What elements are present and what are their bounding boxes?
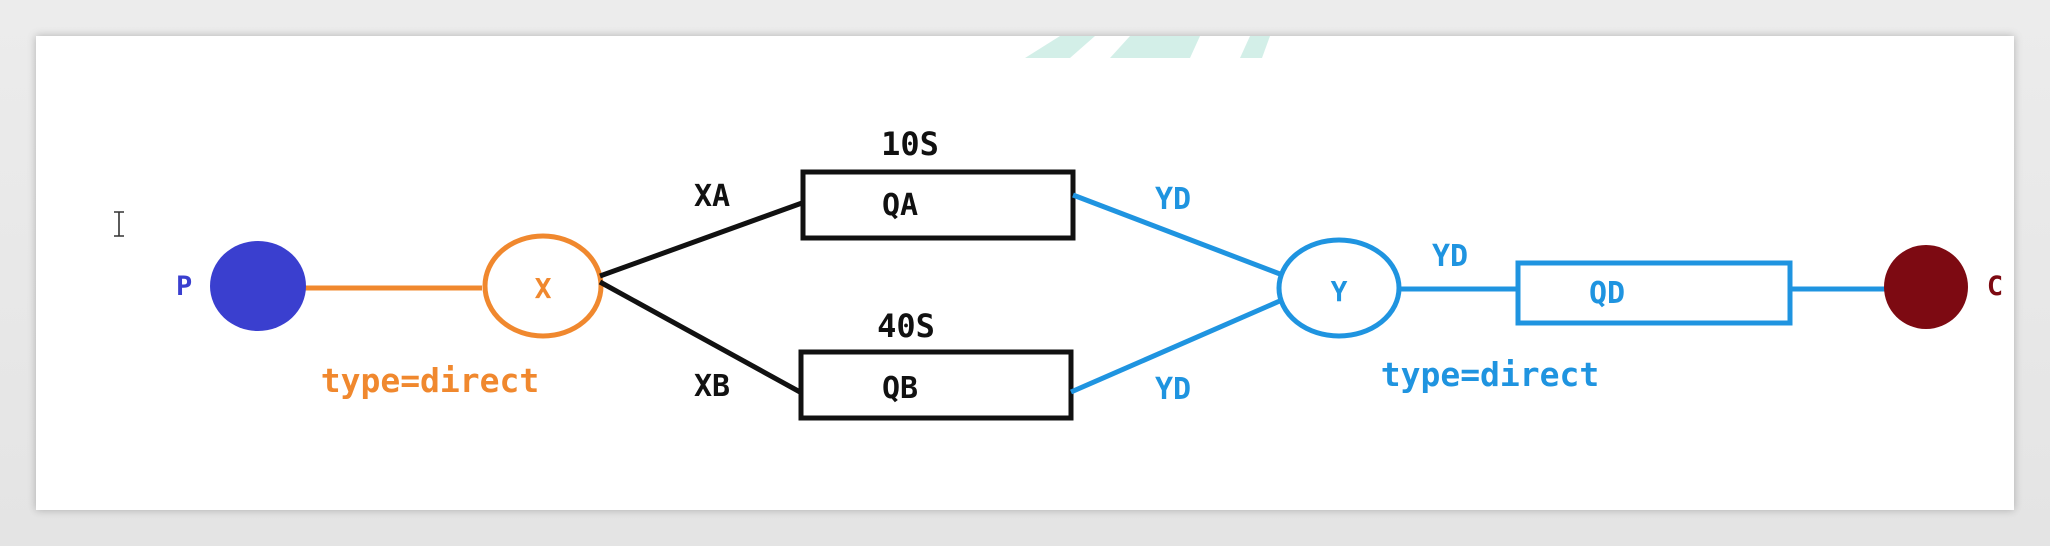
producer-node <box>210 241 306 331</box>
queue-b-label: QB <box>882 371 918 406</box>
exchange-y-node <box>1276 237 1402 339</box>
exchange-x-type-label: type=direct <box>321 361 540 400</box>
exchange-x-node <box>482 233 604 339</box>
edge-qb-to-y <box>1070 297 1283 395</box>
queue-d-label: QD <box>1589 276 1625 311</box>
edge-x-to-qb-label: XB <box>694 369 730 404</box>
queue-b-ttl-label: 40S <box>877 307 935 345</box>
edge-y-to-qd-label: YD <box>1432 239 1468 274</box>
edge-qb-to-y-label: YD <box>1155 372 1191 407</box>
exchange-y-type-label: type=direct <box>1381 355 1600 394</box>
queue-a-node <box>800 169 1076 241</box>
exchange-y-label: Y <box>1331 275 1348 308</box>
edge-x-to-qa-label: XA <box>694 179 730 214</box>
edge-qa-to-y <box>1072 192 1281 277</box>
consumer-label: C <box>1987 271 2003 302</box>
watermark-shape <box>1025 36 1270 58</box>
consumer-node <box>1884 245 1968 329</box>
queue-d-node <box>1515 260 1793 326</box>
edge-x-to-qa <box>599 200 803 279</box>
exchange-x-label: X <box>535 272 552 305</box>
edge-x-to-qb <box>598 279 802 395</box>
producer-label: P <box>176 271 192 302</box>
text-cursor-icon <box>114 211 124 237</box>
queue-a-label: QA <box>882 188 918 223</box>
edge-qa-to-y-label: YD <box>1155 182 1191 217</box>
queue-b-node <box>798 349 1074 421</box>
queue-a-ttl-label: 10S <box>881 125 939 163</box>
